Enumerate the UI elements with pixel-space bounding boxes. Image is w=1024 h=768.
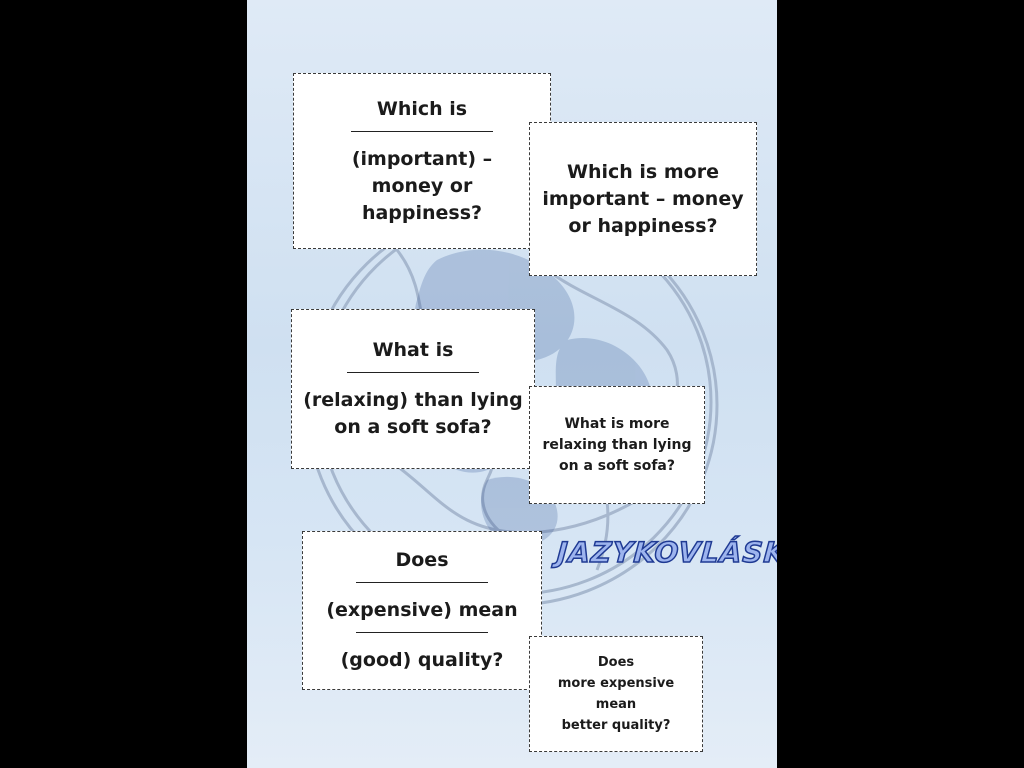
question-card-3: Does (expensive) mean (good) quality? <box>302 531 542 690</box>
question-card-3-line-3: (good) quality? <box>340 649 504 671</box>
question-card-2-line-1: What is <box>372 339 454 361</box>
brand-logo-text: JAZYKOVLÁSKA <box>555 535 777 570</box>
question-card-1-line-3: money or <box>371 174 473 197</box>
question-card-1-line-4: happiness? <box>361 201 483 224</box>
answer-card-3: Does more expensive mean better quality? <box>529 636 703 752</box>
question-card-1: Which is (important) – money or happines… <box>293 73 551 249</box>
question-card-1-line-1: Which is <box>376 97 468 120</box>
answer-blank[interactable] <box>347 372 479 373</box>
question-card-2-line-2: (relaxing) than lying <box>303 389 523 411</box>
answer-card-1-line-2: important – money <box>542 187 744 210</box>
answer-card-2-line-2: relaxing than lying <box>542 436 692 453</box>
answer-card-3-line-3: mean <box>595 697 637 712</box>
answer-card-3-line-2: more expensive <box>557 676 675 691</box>
answer-blank[interactable] <box>351 130 493 132</box>
answer-card-2: What is more relaxing than lying on a so… <box>529 386 705 504</box>
question-card-1-line-2: (important) – <box>351 147 493 170</box>
answer-card-1-line-1: Which is more <box>567 160 719 183</box>
question-card-3-line-2: (expensive) mean <box>326 599 518 621</box>
question-card-2-line-3: on a soft sofa? <box>334 416 492 438</box>
answer-card-1: Which is more important – money or happi… <box>529 122 757 276</box>
question-card-2: What is (relaxing) than lying on a soft … <box>291 309 535 469</box>
answer-card-2-line-3: on a soft sofa? <box>559 457 675 474</box>
question-card-3-line-1: Does <box>395 549 449 571</box>
answer-card-3-line-1: Does <box>597 655 635 670</box>
answer-card-3-line-4: better quality? <box>561 718 671 733</box>
worksheet-page: Which is (important) – money or happines… <box>247 0 777 768</box>
answer-card-2-line-1: What is more <box>564 415 670 432</box>
answer-blank[interactable] <box>356 582 488 583</box>
answer-blank[interactable] <box>356 632 488 633</box>
answer-card-1-line-3: or happiness? <box>568 214 718 237</box>
